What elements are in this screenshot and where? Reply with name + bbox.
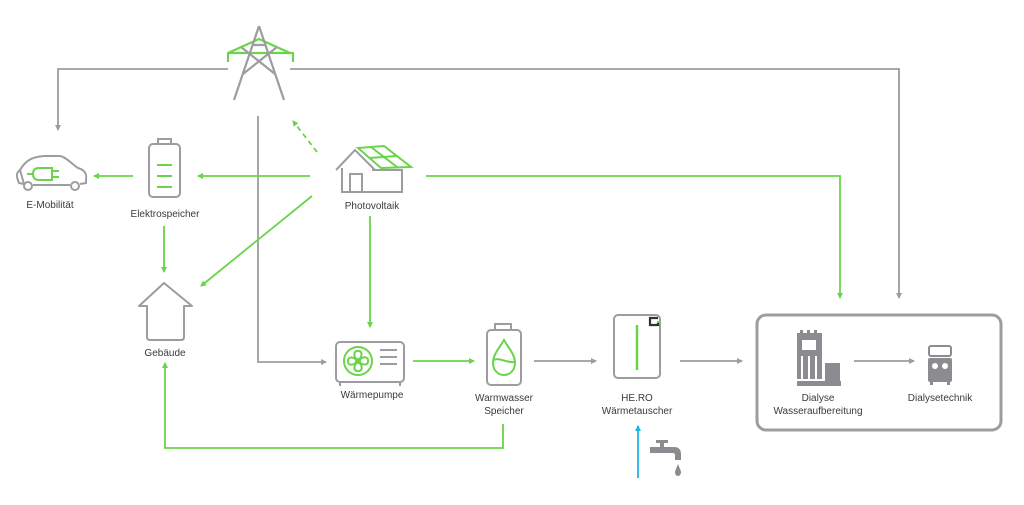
battery-icon (148, 138, 181, 198)
dialysis-water-label-line2: Wasseraufbereitung (773, 406, 862, 417)
e-mobility-label: E-Mobilität (26, 200, 73, 211)
battery-node[interactable]: Elektrospeicher (131, 138, 201, 220)
connector-pv-to-dialysis (426, 175, 843, 299)
building-label: Gebäude (144, 348, 186, 359)
water-tank-icon (486, 323, 522, 386)
heat-pump-label: Wärmepumpe (341, 390, 404, 401)
hero-node[interactable]: HE.RO Wärmetauscher (602, 314, 673, 417)
hot-water-node[interactable]: Warmwasser Speicher (475, 323, 534, 417)
battery-label: Elektrospeicher (131, 209, 201, 220)
pv-node[interactable]: Photovoltaik (335, 144, 414, 212)
power-pylon-icon (226, 25, 295, 101)
e-mobility-node[interactable]: E-Mobilität (15, 155, 88, 211)
hero-label-line2: Wärmetauscher (602, 406, 673, 417)
connector-hotwater-to-building (162, 362, 504, 449)
hot-water-label-line2: Speicher (484, 406, 524, 417)
hot-water-label-line1: Warmwasser (475, 393, 534, 404)
heat-pump-node[interactable]: Wärmepumpe (335, 341, 405, 401)
house-icon (138, 282, 193, 341)
connector-pv-to-building (200, 195, 313, 287)
water-tap-icon (650, 440, 681, 476)
electric-car-icon (15, 155, 88, 191)
dialysis-tech-label: Dialysetechnik (908, 393, 973, 404)
hero-label-line1: HE.RO (621, 393, 653, 404)
connector-grid-to-emobility (55, 68, 228, 131)
solar-house-icon (335, 144, 414, 193)
heat-exchanger-icon (613, 314, 661, 379)
dialysis-water-label-line1: Dialyse (802, 393, 835, 404)
dialysis-group-frame (755, 313, 1003, 432)
heat-pump-icon (335, 341, 405, 386)
connector-grid-to-heatpump (257, 116, 327, 365)
dialysis-machine-icon (928, 345, 952, 385)
pv-label: Photovoltaik (345, 201, 400, 212)
dialysis-group[interactable]: Dialyse Wasseraufbereitung Dialysetechni… (755, 313, 1003, 432)
connector-grid-to-dialysis (290, 68, 902, 299)
building-node[interactable]: Gebäude (138, 282, 193, 359)
water-treatment-icon (797, 330, 841, 386)
connector-pv-to-grid-feedin (292, 120, 318, 153)
